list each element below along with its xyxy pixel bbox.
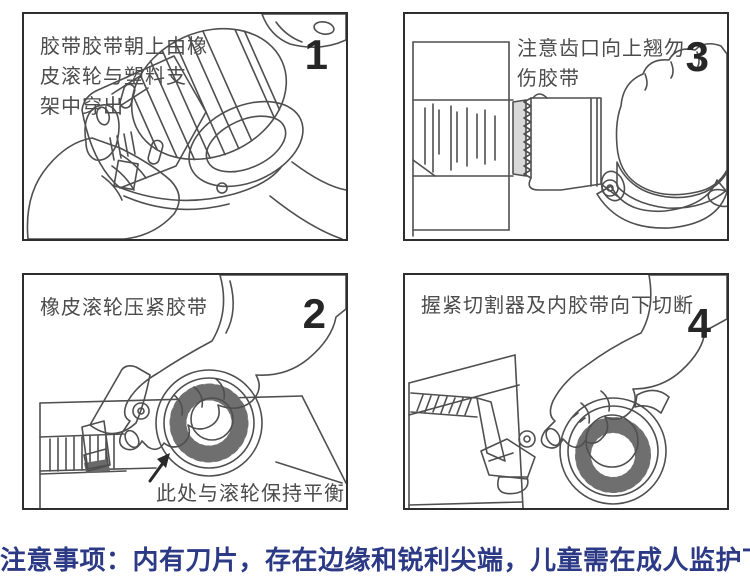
illustration-step-3 bbox=[412, 41, 727, 237]
hand bbox=[118, 275, 346, 451]
tape-strip bbox=[410, 392, 506, 462]
step-caption: 橡皮滚轮压紧胶带 bbox=[40, 293, 208, 323]
illustration-step-4 bbox=[408, 275, 727, 508]
step-caption: 胶带胶带朝上由橡 皮滚轮与塑料支 架中穿出 bbox=[40, 32, 208, 122]
handle-ring bbox=[188, 100, 304, 188]
caption-line: 橡皮滚轮压紧胶带 bbox=[40, 297, 208, 319]
dispenser bbox=[480, 430, 536, 495]
step-panel-3: 注意齿口向上翘勿 伤胶带 3 bbox=[403, 12, 729, 241]
hand bbox=[540, 275, 727, 449]
carton-box bbox=[412, 41, 510, 237]
caption-line: 皮滚轮与塑料支 bbox=[40, 66, 187, 88]
step-panel-2: 橡皮滚轮压紧胶带 此处与滚轮保持平衡 2 bbox=[22, 273, 348, 510]
balance-annotation: 此处与滚轮保持平衡 bbox=[156, 483, 345, 505]
step-caption: 握紧切割器及内胶带向下切断 bbox=[421, 291, 694, 321]
step-number: 4 bbox=[687, 300, 711, 347]
right-hand bbox=[261, 14, 346, 239]
safety-warning-text: 注意事项：内有刀片，存在边缘和锐利尖端，儿童需在成人监护下使用 bbox=[0, 545, 750, 575]
step-number: 3 bbox=[685, 33, 709, 80]
step-panel-4: 握紧切割器及内胶带向下切断 4 bbox=[403, 273, 729, 510]
caption-line: 注意齿口向上翘勿 bbox=[517, 38, 685, 60]
tape-roll bbox=[559, 389, 670, 505]
illustration-step-1 bbox=[26, 14, 346, 239]
handle-ring bbox=[596, 179, 727, 229]
left-hand bbox=[26, 104, 180, 239]
balance-arrow-icon bbox=[148, 453, 170, 483]
caption-line: 握紧切割器及内胶带向下切断 bbox=[421, 295, 694, 317]
dispenser bbox=[81, 365, 151, 472]
caption-line: 架中穿出 bbox=[40, 96, 124, 118]
tape-roll bbox=[130, 27, 288, 161]
hand bbox=[600, 42, 727, 209]
carton-box bbox=[408, 354, 524, 508]
tape-strip bbox=[412, 99, 527, 177]
step-caption: 注意齿口向上翘勿 伤胶带 bbox=[517, 34, 685, 94]
step-panel-1: 胶带胶带朝上由橡 皮滚轮与塑料支 架中穿出 1 bbox=[22, 12, 348, 241]
step-number: 1 bbox=[304, 31, 328, 78]
tape-roll bbox=[155, 369, 263, 477]
dispenser-plate bbox=[523, 93, 618, 197]
base-rail bbox=[115, 165, 283, 211]
step-number: 2 bbox=[302, 290, 326, 337]
illustration-step-2 bbox=[39, 275, 346, 508]
caption-line: 胶带胶带朝上由橡 bbox=[40, 36, 208, 58]
caption-line: 伤胶带 bbox=[517, 68, 580, 90]
